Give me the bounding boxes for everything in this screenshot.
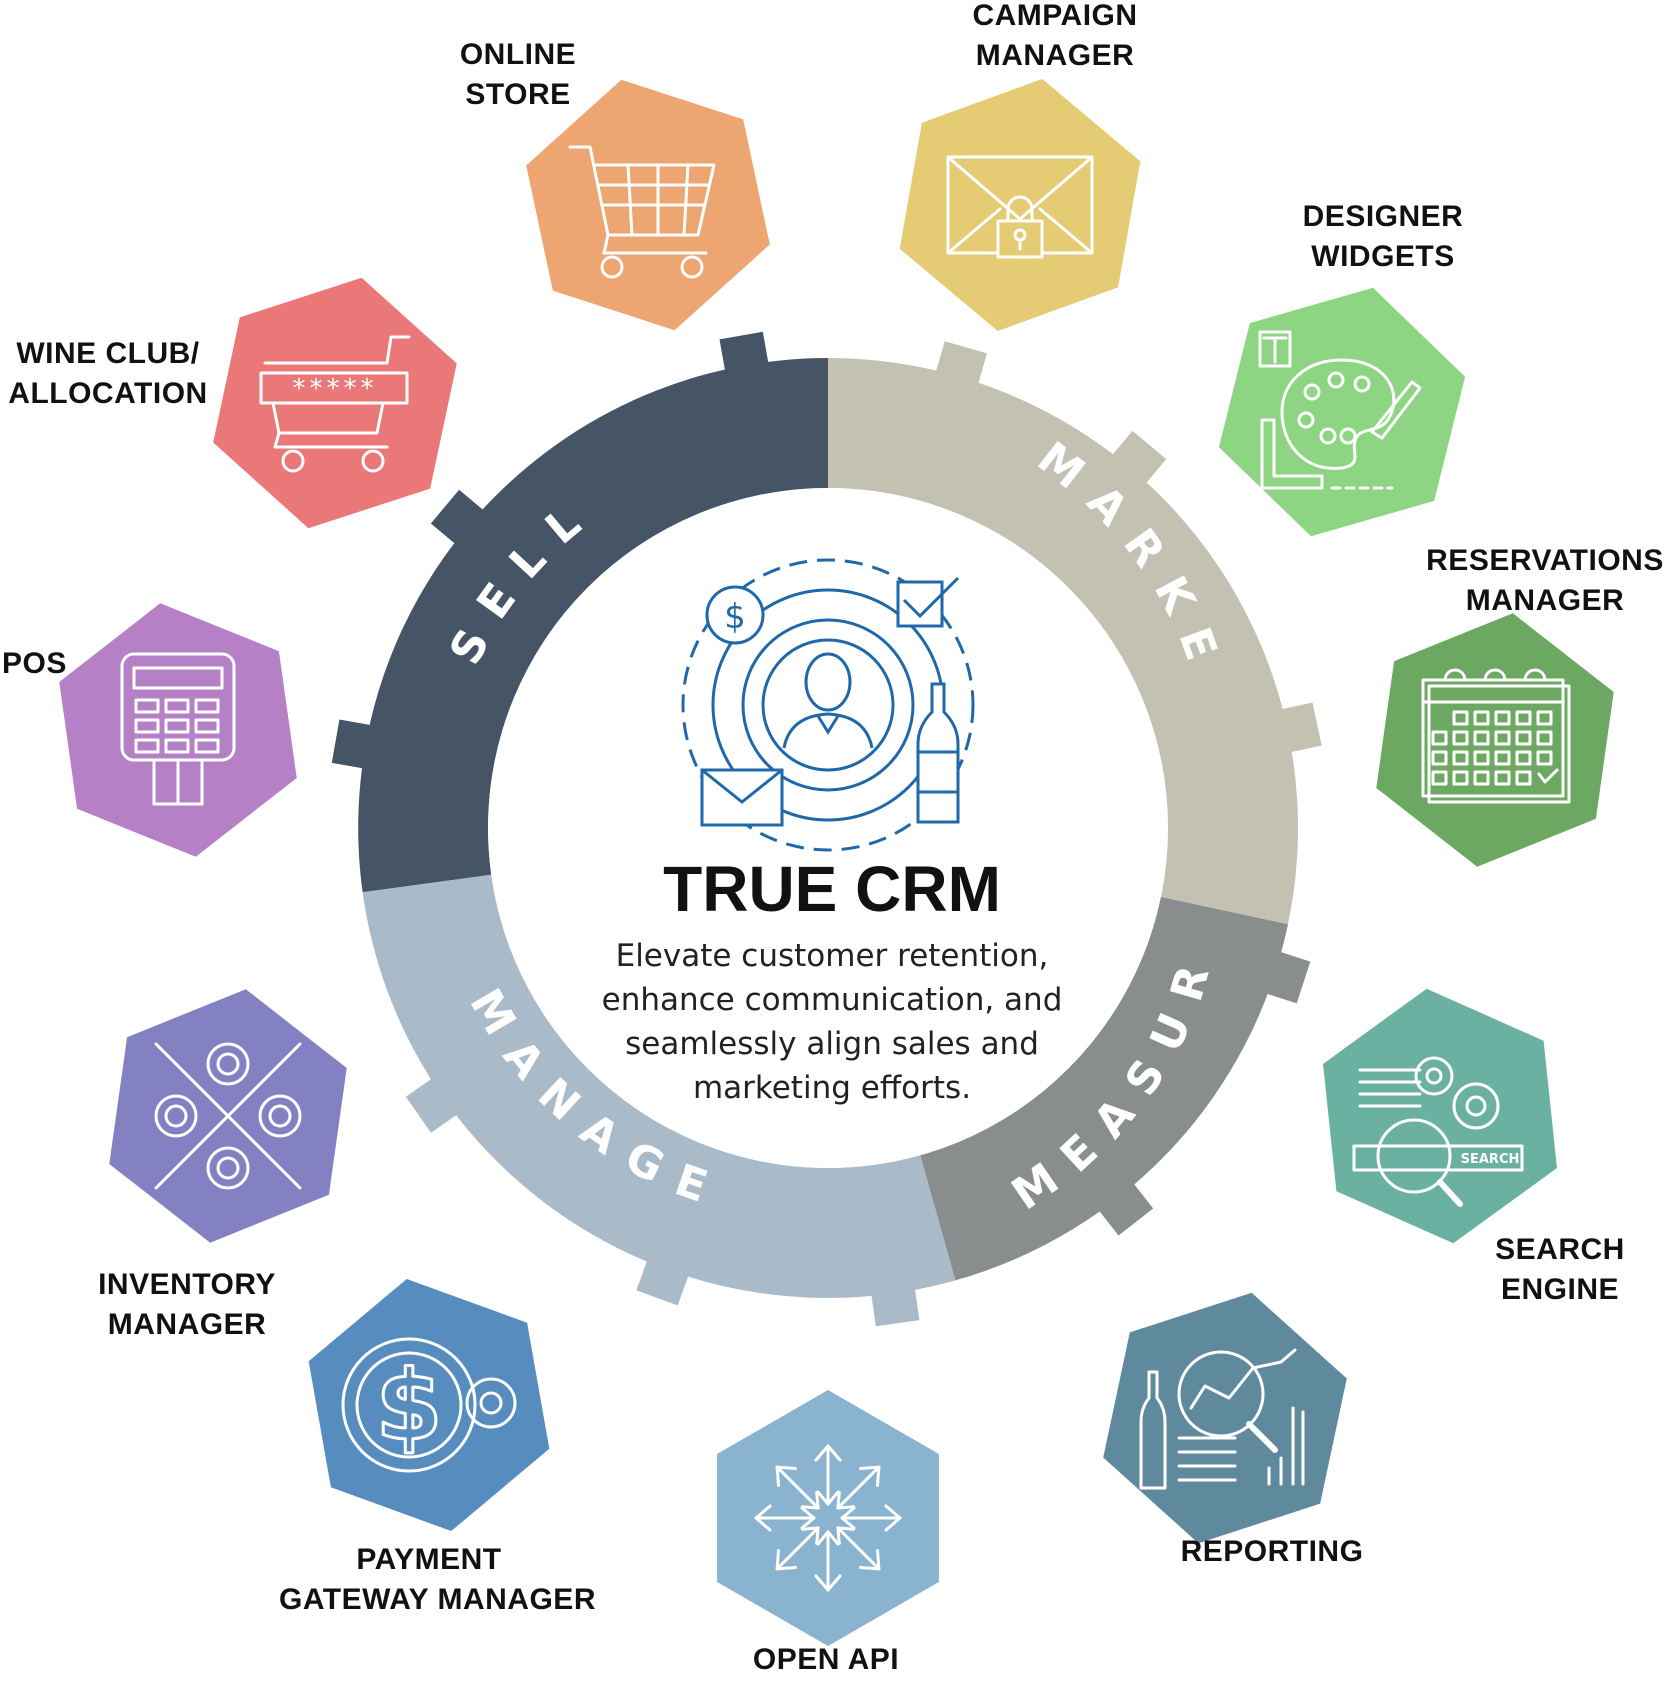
svg-text:$: $ <box>376 1350 443 1462</box>
module-hexagons: SEARCH $ ***** <box>59 78 1614 1646</box>
label-open-api: OPEN API <box>752 1643 900 1676</box>
inventory-circles-icon <box>154 1042 302 1190</box>
ring-teeth <box>331 331 1322 1327</box>
label-search-engine: SEARCH ENGINE <box>1495 1233 1625 1306</box>
label-online-store: ONLINE STORE <box>459 38 577 111</box>
envelope-lock-icon <box>946 155 1094 259</box>
center-title: TRUE CRM <box>663 853 1001 925</box>
ring-segment-measure <box>920 896 1288 1281</box>
ring-tooth <box>870 1280 920 1327</box>
label-payment-gateway-manager: PAYMENT GATEWAY MANAGER <box>279 1543 596 1616</box>
ring-tooth <box>933 341 987 392</box>
report-analytics-icon <box>1139 1348 1305 1490</box>
arrows-expand-icon <box>754 1444 902 1592</box>
ring-tooth <box>719 331 770 379</box>
ring-tooth <box>1093 1176 1154 1236</box>
module-campaign-manager <box>899 78 1141 332</box>
svg-text:$: $ <box>724 597 746 637</box>
checkbox-icon <box>896 576 960 628</box>
label-reservations-manager: RESERVATIONS MANAGER <box>1426 544 1664 617</box>
ring-tooth <box>1258 949 1311 1004</box>
search-gears-icon: SEARCH <box>1352 1056 1524 1207</box>
pos-terminal-icon <box>120 652 236 806</box>
customer-avatar-icon <box>782 652 874 749</box>
label-pos: POS <box>2 647 67 680</box>
label-inventory-manager: INVENTORY MANAGER <box>98 1268 276 1341</box>
password-cart-icon: ***** <box>259 335 411 473</box>
ring <box>331 331 1322 1327</box>
hexagon-reporting <box>1103 1292 1347 1544</box>
ring-segment-manage <box>362 874 956 1298</box>
module-wine-club-allocation: ***** <box>213 277 457 529</box>
module-reservations-manager <box>1376 613 1614 867</box>
hexagon-campaign-manager <box>899 78 1141 332</box>
module-reporting <box>1103 1292 1347 1544</box>
module-pos <box>59 603 297 857</box>
module-open-api <box>717 1390 939 1646</box>
svg-text:SEARCH: SEARCH <box>1461 1152 1520 1167</box>
ring-tooth <box>1106 430 1167 490</box>
label-designer-widgets: DESIGNER WIDGETS <box>1302 200 1464 273</box>
ring-center <box>488 488 1168 1168</box>
module-online-store <box>526 79 770 331</box>
label-reporting: REPORTING <box>1180 1535 1364 1568</box>
svg-text:*****: ***** <box>293 374 378 404</box>
hexagon-pos <box>59 603 297 857</box>
hexagon-open-api <box>717 1390 939 1646</box>
hexagon-designer-widgets <box>1218 287 1466 537</box>
crm-hub-icon: $ <box>681 558 975 852</box>
ring-segment-market <box>828 358 1298 925</box>
hexagon-payment-gateway-manager <box>308 1278 550 1532</box>
ring-segment-sell <box>358 358 828 893</box>
ring-tooth <box>430 489 490 550</box>
label-campaign-manager: CAMPAIGN MANAGER <box>972 0 1138 72</box>
module-search-engine: SEARCH <box>1323 988 1557 1244</box>
module-designer-widgets <box>1218 287 1466 537</box>
wine-bottle-icon <box>916 682 960 824</box>
shopping-cart-icon <box>568 145 716 279</box>
center-description: Elevate customer retention, enhance comm… <box>601 938 1063 1106</box>
calendar-icon <box>1421 668 1571 804</box>
dollar-gear-icon: $ <box>341 1337 517 1473</box>
hexagon-search-engine <box>1323 988 1557 1244</box>
envelope-icon <box>700 768 784 827</box>
dollar-coin-icon: $ <box>705 585 765 645</box>
palette-icon <box>1258 330 1422 490</box>
label-wine-club-allocation: WINE CLUB/ ALLOCATION <box>8 337 208 410</box>
module-inventory-manager <box>109 989 347 1243</box>
ring-tooth <box>405 1073 464 1133</box>
ring-tooth <box>331 719 379 770</box>
ring-tooth <box>1273 702 1322 754</box>
module-payment-gateway-manager: $ <box>308 1278 550 1532</box>
ring-tooth <box>636 1252 692 1306</box>
